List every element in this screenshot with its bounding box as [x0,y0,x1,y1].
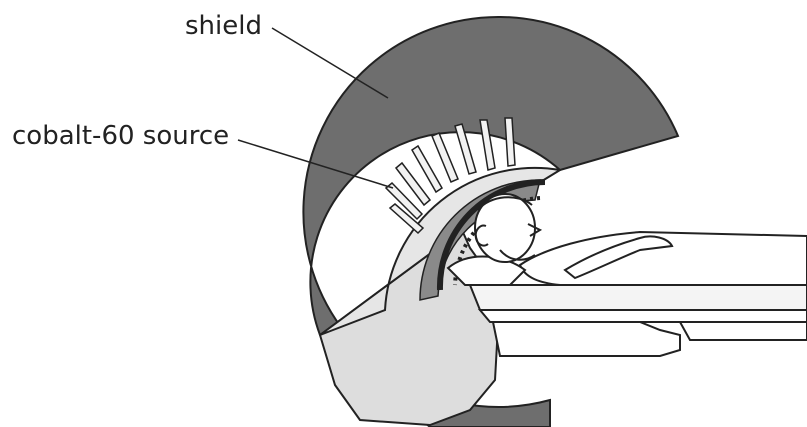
shield-label: shield [185,11,262,41]
shield-leader-line [272,28,388,98]
patient-table [470,285,807,356]
patient-head [475,194,540,262]
source-label: cobalt-60 source [12,121,229,151]
